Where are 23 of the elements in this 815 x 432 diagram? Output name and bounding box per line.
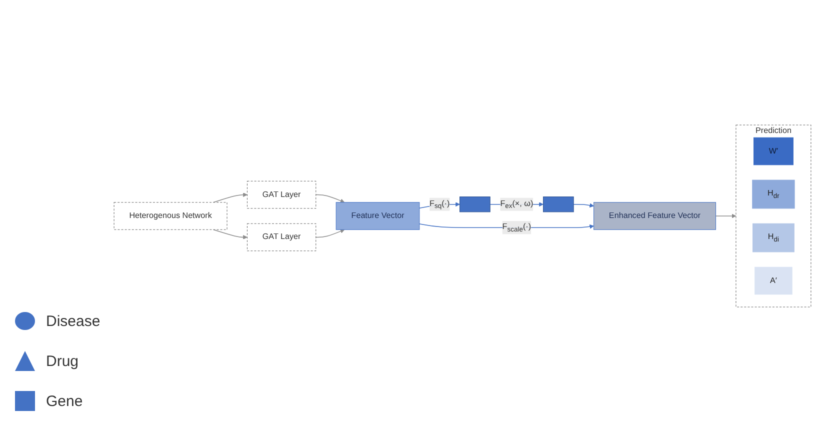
arrow — [316, 194, 345, 203]
arrow — [573, 203, 594, 208]
arrow — [212, 192, 248, 203]
edge-label: F$_{scale}$(·) — [502, 222, 532, 233]
edge-label: F$_{sq}$(·) — [430, 199, 450, 210]
node-box: H$_{dr}$ — [752, 180, 795, 209]
legend-label: Drug — [46, 352, 79, 370]
node-box: Feature Vector — [336, 202, 420, 230]
node-box: A′ — [754, 266, 792, 295]
arrow — [715, 214, 736, 218]
node-box: H$_{di}$ — [752, 223, 794, 252]
arrow — [316, 229, 345, 238]
node-bar — [543, 196, 574, 212]
node-bar — [460, 196, 490, 212]
legend-label: Disease — [46, 312, 100, 330]
node-box: W′ — [753, 137, 794, 166]
node-box: Heterogenous Network — [114, 202, 228, 230]
node-box: GAT Layer — [246, 223, 316, 252]
arrow — [212, 229, 248, 240]
node-box: Enhanced Feature Vector — [594, 202, 716, 230]
edge-label: F$_{ex}$(×, ω) — [500, 199, 534, 210]
node-box: GAT Layer — [246, 180, 316, 209]
legend-label: Gene — [46, 392, 83, 410]
